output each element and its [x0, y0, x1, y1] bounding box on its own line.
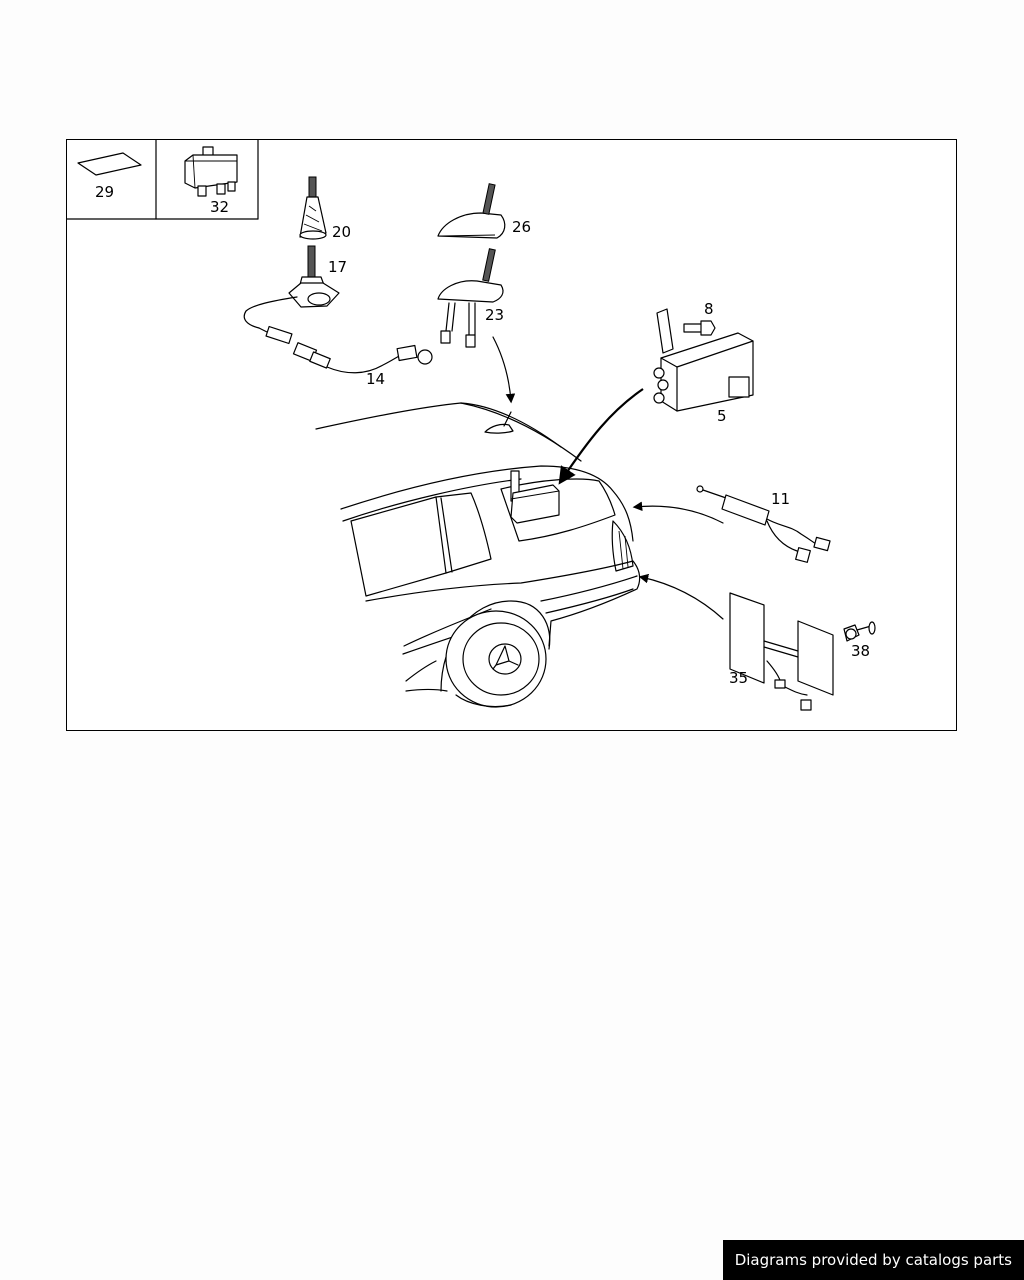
part-label-8: 8	[704, 300, 714, 318]
part-11-filter[interactable]	[696, 485, 831, 563]
part-label-32: 32	[210, 198, 229, 216]
part-label-11: 11	[771, 490, 790, 508]
part-32-filter-block[interactable]	[184, 146, 238, 197]
footer-credit-banner: Diagrams provided by catalogs parts	[722, 1240, 1024, 1280]
part-label-14: 14	[366, 370, 385, 388]
part-label-29: 29	[95, 183, 114, 201]
part-label-35: 35	[729, 669, 748, 687]
parts-diagram-frame: 29 32 20 17 14	[66, 139, 957, 731]
part-5-control-unit[interactable]	[653, 308, 754, 412]
part-label-23: 23	[485, 306, 504, 324]
part-label-17: 17	[328, 258, 347, 276]
part-26-roof-antenna[interactable]	[437, 183, 506, 239]
part-14-antenna-cable[interactable]	[243, 296, 433, 374]
inset-boxes	[67, 140, 259, 220]
part-label-38: 38	[851, 642, 870, 660]
vehicle-outline	[315, 402, 641, 708]
part-35-window-antenna[interactable]	[729, 592, 834, 711]
part-29-sticker[interactable]	[77, 152, 142, 176]
part-label-20: 20	[332, 223, 351, 241]
part-23-roof-antenna-module[interactable]	[437, 248, 504, 348]
part-label-26: 26	[512, 218, 531, 236]
part-label-5: 5	[717, 407, 727, 425]
part-20-rod-antenna[interactable]	[299, 176, 327, 240]
leader-arrows	[492, 336, 724, 620]
part-38-clip[interactable]	[843, 621, 876, 642]
parts-diagram: 29 32 20 17 14	[67, 140, 876, 711]
part-17-antenna-base[interactable]	[288, 245, 340, 308]
part-8-bolt[interactable]	[683, 320, 716, 336]
